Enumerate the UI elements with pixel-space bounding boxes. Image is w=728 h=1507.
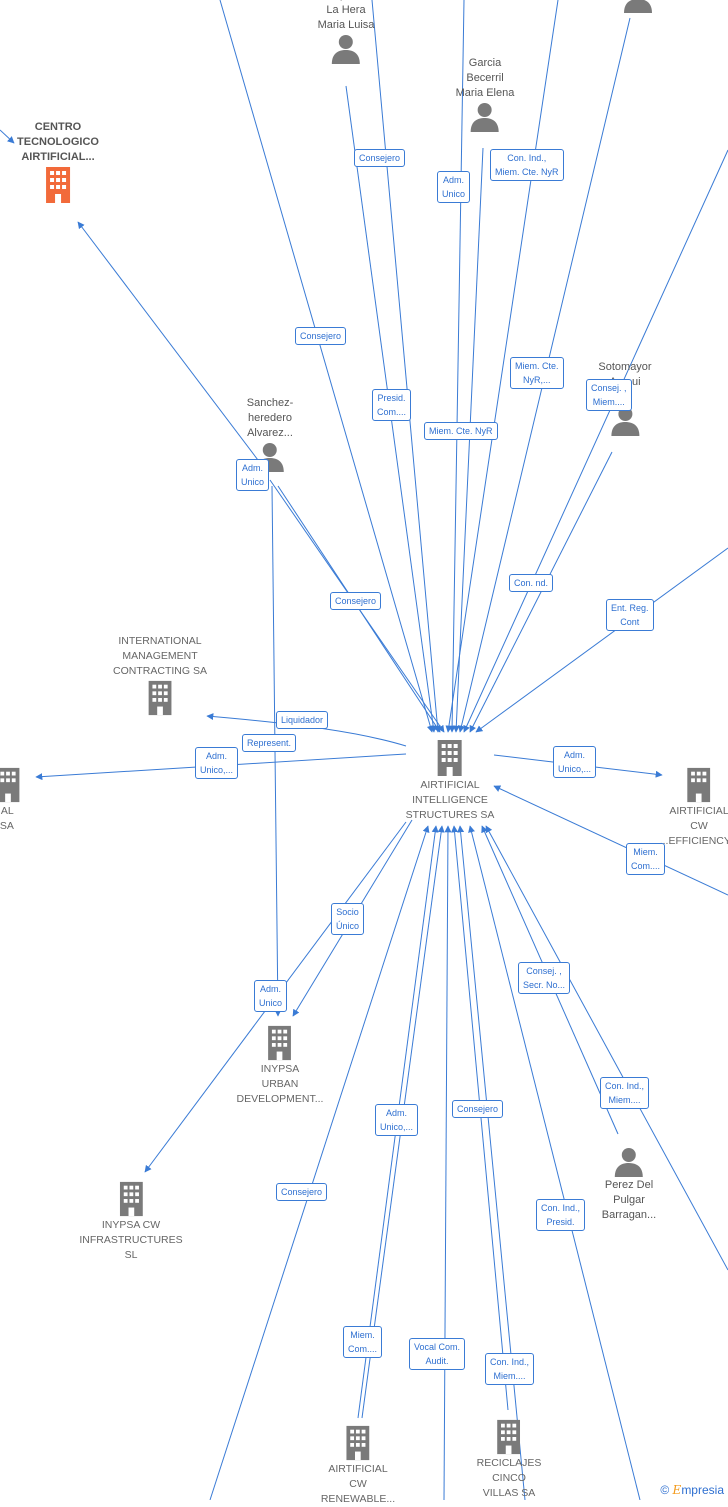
relation-badge[interactable]: Consej. , Secr. No... [518,962,571,994]
company-node-left-partial[interactable]: ...FICIAL ...ITY SA [0,766,25,834]
relation-badge[interactable]: Adm. Unico,... [375,1104,419,1136]
copyright-symbol: © [660,1483,670,1497]
person-icon [332,35,360,64]
relation-badge[interactable]: Con. Ind., Miem.... [485,1353,535,1385]
node-label: Garcia Becerril Maria Elena [455,57,515,99]
person-node-sanchez[interactable]: Sanchez- heredero Alvarez... [247,396,293,473]
empresia-watermark: © Empresia [660,1483,724,1497]
person-node-garcia[interactable]: Garcia Becerril Maria Elena [455,56,515,133]
building-icon [346,1425,370,1461]
building-icon [687,767,711,803]
relation-badge[interactable]: Consejero [354,149,406,167]
company-node-airtificial-intelligence-structures[interactable]: AIRTIFICIAL INTELLIGENCE STRUCTURES SA [405,738,495,823]
relation-badge[interactable]: Adm. Unico,... [195,747,239,779]
building-icon [45,167,70,203]
relation-badge[interactable]: Adm. Unico [254,980,288,1012]
relation-badge[interactable]: Consejero [276,1183,328,1201]
relation-badge[interactable]: Con. Ind., Presid. [536,1199,586,1231]
building-icon [497,1419,521,1455]
company-node-airtificial-cw-efficiency[interactable]: AIRTIFICIAL CW ...EFFICIENCY... [660,766,728,849]
node-label: AIRTIFICIAL CW ...EFFICIENCY... [659,805,728,847]
company-node-inypsa-urban-development[interactable]: INYPSA URBAN DEVELOPMENT... [236,1024,324,1107]
relation-badge[interactable]: Liquidador [276,711,329,729]
relation-badge[interactable]: Adm. Unico,... [553,746,597,778]
node-label: Perez Del Pulgar Barragan... [601,1179,657,1221]
brand-initial: E [672,1483,682,1497]
person-node-top-right[interactable] [623,0,653,14]
relation-badge[interactable]: Con. nd. [509,574,554,592]
relation-badge[interactable]: Represent. [242,734,297,752]
relation-badge[interactable]: Ent. Reg. Cont [606,599,654,631]
company-node-airtificial-cw-renewable[interactable]: AIRTIFICIAL CW RENEWABLE... [321,1424,395,1507]
person-icon [614,1148,643,1177]
relation-badge[interactable]: Vocal Com. Audit. [409,1338,466,1370]
relation-badge[interactable]: Miem. Com.... [343,1326,383,1358]
relation-badge[interactable]: Miem. Com.... [626,843,666,875]
person-icon [470,103,499,132]
node-label: INTERNATIONAL MANAGEMENT CONTRACTING SA [113,635,207,677]
building-icon [438,740,462,776]
node-label: Blazquez De La Hera Maria Luisa [315,0,377,31]
building-icon [119,1181,143,1217]
person-node-blazquez[interactable]: Blazquez De La Hera Maria Luisa [315,0,377,65]
node-label: INYPSA CW INFRASTRUCTURES SL [79,1219,183,1261]
person-icon [624,0,652,13]
node-label: AIRTIFICIAL CW RENEWABLE... [320,1463,396,1505]
person-node-perez[interactable]: Perez Del Pulgar Barragan... [602,1146,656,1223]
relation-badge[interactable]: Con. Ind., Miem. Cte. NyR [490,149,564,181]
relation-badge[interactable]: Con. Ind., Miem.... [600,1077,650,1109]
relation-badge[interactable]: Adm. Unico [236,459,270,491]
company-node-centro-tecnologico[interactable]: CENTRO TECNOLOGICO AIRTIFICIAL... [17,120,99,205]
relation-badge[interactable]: Socio Único [331,903,365,935]
relation-badge[interactable]: Consej. , Miem.... [586,379,632,411]
node-label: ...FICIAL ...ITY SA [0,805,14,832]
relation-badge[interactable]: Adm. Unico [437,171,471,203]
relation-badge[interactable]: Miem. Cte. NyR,... [510,357,564,389]
building-icon [268,1025,292,1061]
relation-badge[interactable]: Consejero [330,592,382,610]
node-label: Sanchez- heredero Alvarez... [246,397,294,439]
brand-name: mpresia [681,1483,724,1497]
node-label: CENTRO TECNOLOGICO AIRTIFICIAL... [17,121,99,163]
building-icon [0,767,20,803]
node-label: INYPSA URBAN DEVELOPMENT... [236,1063,324,1105]
relation-badge[interactable]: Consejero [295,327,347,345]
building-icon [148,680,172,716]
relation-badge[interactable]: Miem. Cte. NyR [424,422,498,440]
relation-badge[interactable]: Consejero [452,1100,504,1118]
relation-badge[interactable]: Presid. Com.... [372,389,412,421]
node-label: AIRTIFICIAL INTELLIGENCE STRUCTURES SA [405,779,495,821]
node-label: RECICLAJES CINCO VILLAS SA [476,1457,542,1499]
company-node-inypsa-cw-infrastructures[interactable]: INYPSA CW INFRASTRUCTURES SL [79,1180,183,1263]
company-node-international-management[interactable]: INTERNATIONAL MANAGEMENT CONTRACTING SA [113,634,207,717]
company-node-reciclajes-cinco-villas[interactable]: RECICLAJES CINCO VILLAS SA [476,1418,542,1501]
